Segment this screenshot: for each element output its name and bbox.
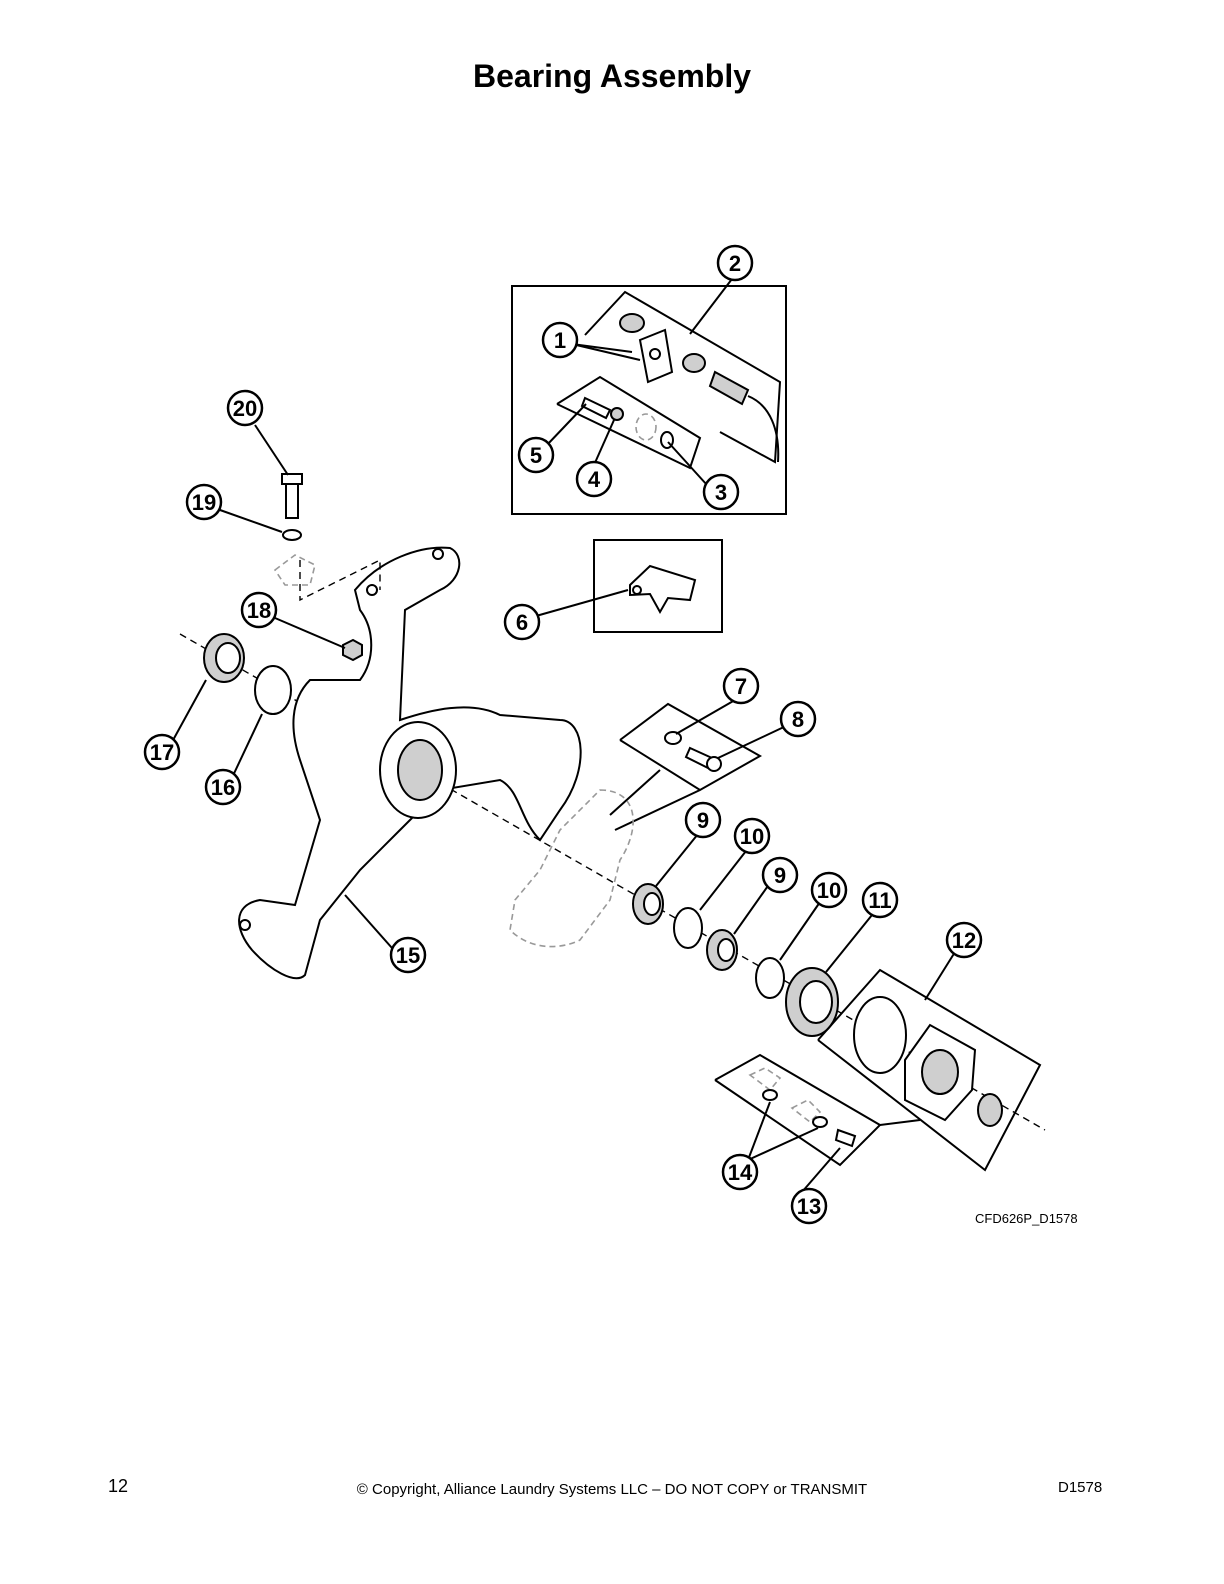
callout-10: 10 bbox=[733, 817, 771, 855]
callout-label: 10 bbox=[740, 824, 764, 849]
callout-9b: 9 bbox=[761, 856, 799, 894]
callout-16: 16 bbox=[204, 768, 242, 806]
callout-label: 1 bbox=[554, 328, 566, 353]
callout-label: 15 bbox=[396, 943, 420, 968]
housing-box bbox=[817, 968, 1042, 1172]
callout-label: 8 bbox=[792, 707, 804, 732]
screw-washer-bracket bbox=[714, 1053, 882, 1167]
callout-20: 20 bbox=[226, 389, 264, 427]
callout-label: 16 bbox=[211, 775, 235, 800]
callout-7: 7 bbox=[722, 667, 760, 705]
callout-label: 18 bbox=[247, 598, 271, 623]
inset-box-clip bbox=[593, 539, 723, 633]
callout-18: 18 bbox=[240, 591, 278, 629]
callout-10b: 10 bbox=[810, 871, 848, 909]
callout-3: 3 bbox=[702, 473, 740, 511]
inset-box-sensor bbox=[511, 285, 787, 515]
page-number: 12 bbox=[108, 1476, 129, 1496]
callout-9: 9 bbox=[684, 801, 722, 839]
callout-2: 2 bbox=[716, 244, 754, 282]
drawing-code: CFD626P_D1578 bbox=[975, 1211, 1078, 1226]
callout-19: 19 bbox=[185, 483, 223, 521]
sensor-bracket-group bbox=[556, 290, 782, 470]
callout-13: 13 bbox=[790, 1187, 828, 1225]
callout-label: 13 bbox=[797, 1194, 821, 1219]
spider-arm bbox=[238, 546, 582, 980]
callout-12: 12 bbox=[945, 921, 983, 959]
clip-part bbox=[629, 564, 697, 615]
washer-bolt-bracket bbox=[619, 702, 763, 792]
callout-17: 17 bbox=[143, 733, 181, 771]
callout-label: 20 bbox=[233, 396, 257, 421]
callout-5: 5 bbox=[517, 436, 555, 474]
callout-6: 6 bbox=[503, 603, 541, 641]
callout-label: 5 bbox=[530, 443, 542, 468]
callout-label: 3 bbox=[715, 480, 727, 505]
page-title: Bearing Assembly bbox=[472, 58, 752, 94]
callout-label: 9 bbox=[774, 863, 786, 888]
callout-label: 12 bbox=[952, 928, 976, 953]
callout-label: 7 bbox=[735, 674, 747, 699]
callout-label: 9 bbox=[697, 808, 709, 833]
callout-label: 11 bbox=[868, 888, 891, 913]
callout-label: 17 bbox=[150, 740, 174, 765]
callout-leaders bbox=[171, 274, 956, 1193]
document-id: D1578 bbox=[1058, 1479, 1103, 1496]
copyright-notice: © Copyright, Alliance Laundry Systems LL… bbox=[356, 1481, 868, 1498]
callout-8: 8 bbox=[779, 700, 817, 738]
callout-11: 11 bbox=[861, 881, 899, 919]
callout-label: 19 bbox=[192, 490, 216, 515]
ghost-flange bbox=[509, 789, 634, 948]
callout-15: 15 bbox=[389, 936, 427, 974]
callout-label: 6 bbox=[516, 610, 528, 635]
callout-label: 2 bbox=[729, 251, 741, 276]
callout-label: 14 bbox=[728, 1160, 753, 1185]
callout-4: 4 bbox=[575, 460, 613, 498]
callout-1: 1 bbox=[541, 321, 579, 359]
callout-label: 10 bbox=[817, 878, 841, 903]
callout-label: 4 bbox=[588, 467, 601, 492]
callout-14: 14 bbox=[721, 1153, 759, 1191]
